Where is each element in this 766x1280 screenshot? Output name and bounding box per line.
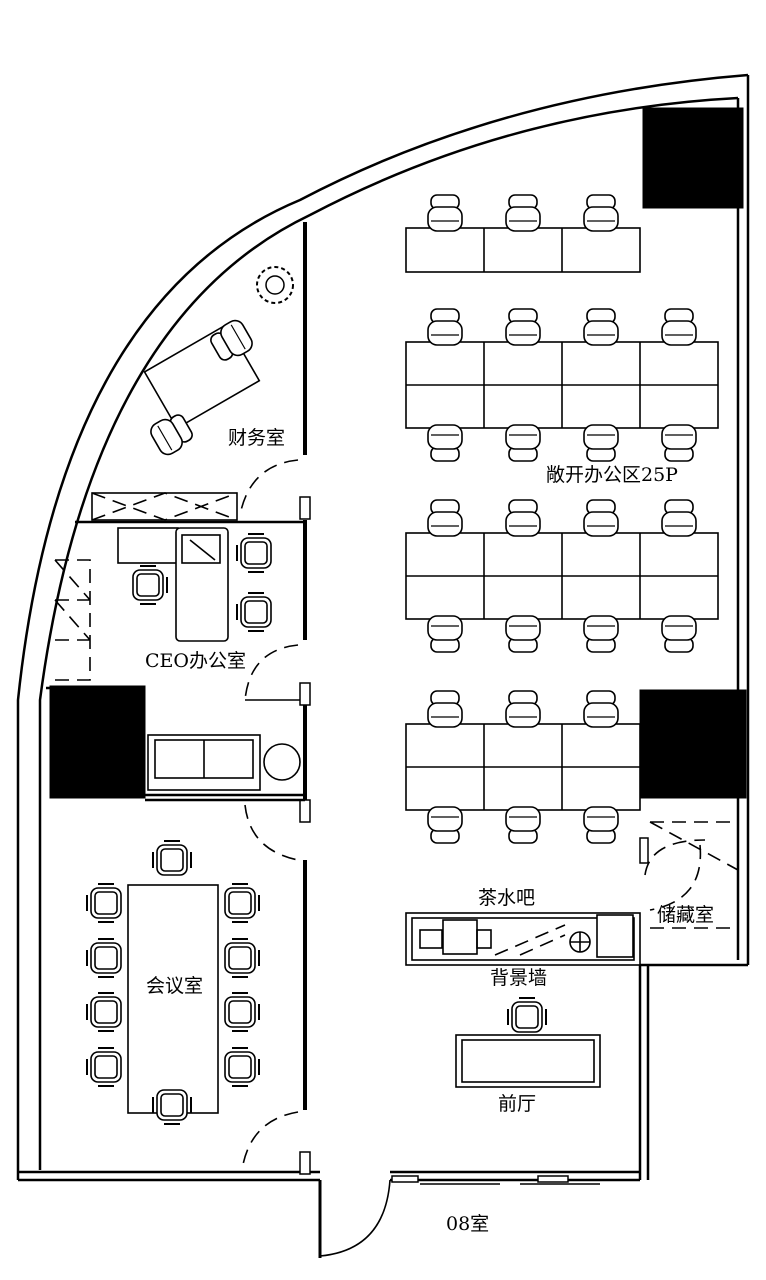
reception: 背景墙 前厅 [455, 967, 601, 1115]
finance-room: 财务室 [143, 266, 294, 459]
partitions [46, 222, 311, 1175]
office-chair-icon [152, 840, 192, 876]
office-chair-icon [224, 938, 260, 978]
office-chair-icon [236, 533, 272, 573]
office-chair-icon [224, 883, 260, 923]
office-chair-icon [86, 883, 122, 923]
structural-blocks [49, 107, 747, 799]
office-chair-icon [86, 938, 122, 978]
meeting-room: 会议室 [86, 840, 260, 1125]
office-chair-icon [86, 992, 122, 1032]
room-number-label: 08室 [446, 1213, 489, 1235]
storage-room-label: 储藏室 [657, 904, 714, 926]
storage-room: 储藏室 [639, 821, 739, 929]
tea-bar-label: 茶水吧 [478, 887, 535, 909]
office-chair-icon [224, 992, 260, 1032]
outer-walls [16, 73, 750, 1258]
office-chair-icon [236, 592, 272, 632]
sofa-icon [147, 734, 261, 791]
reception-label: 前厅 [498, 1093, 536, 1115]
office-chair-icon [224, 1047, 260, 1087]
tea-bar: 茶水吧 [405, 887, 641, 966]
office-chair-icon [507, 997, 547, 1033]
round-table-icon [263, 743, 301, 781]
office-chair-icon [86, 1047, 122, 1087]
feature-wall-label: 背景墙 [490, 967, 547, 989]
entrance: 08室 [391, 1175, 600, 1235]
office-chair-icon [152, 1089, 192, 1125]
open-office: 敞开办公区25P [405, 194, 719, 844]
meeting-room-label: 会议室 [146, 975, 203, 997]
ceo-office-label: CEO办公室 [145, 650, 246, 672]
office-chair-icon [132, 565, 168, 605]
door-swing-icon [239, 459, 706, 1171]
ceo-office: CEO办公室 [54, 492, 301, 791]
plant-icon [256, 266, 294, 304]
finance-room-label: 财务室 [228, 427, 285, 449]
open-office-label: 敞开办公区25P [546, 464, 678, 486]
